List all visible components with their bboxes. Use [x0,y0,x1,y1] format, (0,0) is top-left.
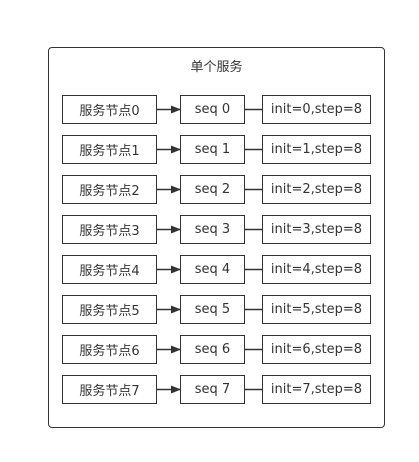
service-node-box: 服务节点4 [62,255,157,284]
service-title: 单个服务 [190,60,243,75]
seq-box: seq 6 [180,335,245,364]
service-container [48,47,385,428]
init-step-box: init=1,step=8 [262,135,371,164]
service-node-box: 服务节点0 [62,95,157,124]
init-step-box: init=0,step=8 [262,95,371,124]
seq-box: seq 2 [180,175,245,204]
service-node-box: 服务节点5 [62,295,157,324]
init-step-box: init=3,step=8 [262,215,371,244]
service-node-box: 服务节点2 [62,175,157,204]
init-step-box: init=7,step=8 [262,375,371,404]
seq-box: seq 7 [180,375,245,404]
seq-box: seq 0 [180,95,245,124]
init-step-box: init=2,step=8 [262,175,371,204]
service-node-box: 服务节点1 [62,135,157,164]
seq-box: seq 1 [180,135,245,164]
init-step-box: init=5,step=8 [262,295,371,324]
service-node-box: 服务节点3 [62,215,157,244]
seq-box: seq 5 [180,295,245,324]
seq-box: seq 3 [180,215,245,244]
service-node-box: 服务节点6 [62,335,157,364]
init-step-box: init=4,step=8 [262,255,371,284]
service-node-box: 服务节点7 [62,375,157,404]
seq-box: seq 4 [180,255,245,284]
init-step-box: init=6,step=8 [262,335,371,364]
